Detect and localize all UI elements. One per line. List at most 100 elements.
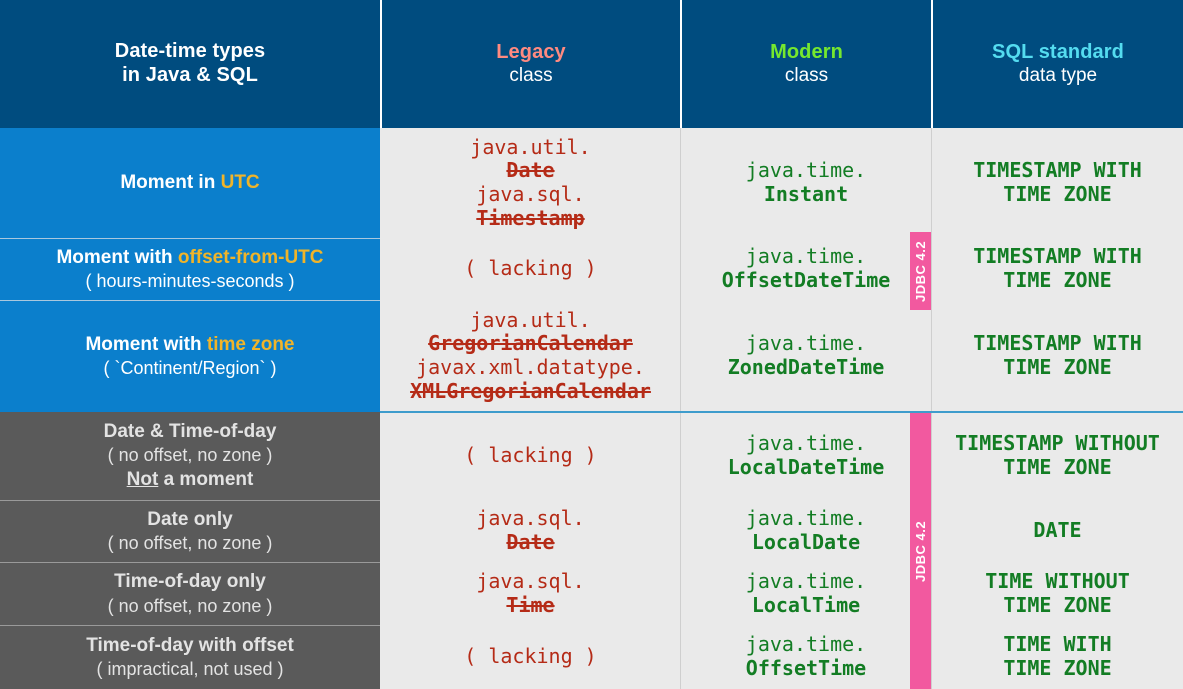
row-label-subtext: ( `Continent/Region` ) xyxy=(103,358,277,379)
class-name: Timestamp xyxy=(476,205,585,230)
row-label-text: Date only xyxy=(147,508,233,530)
modern-cell-time-only: java.time. LocalTime xyxy=(681,562,931,625)
header-cell-modern: Modern class xyxy=(682,0,931,128)
class-name: Date xyxy=(506,530,555,554)
class-name: OffsetTime xyxy=(745,656,867,680)
label-rest: a moment xyxy=(158,468,254,490)
row-label-text: Moment with offset-from-UTC xyxy=(56,247,323,269)
row-label-text: Moment with time zone xyxy=(85,334,294,356)
package-name: java.time. xyxy=(745,431,867,456)
label-prefix: Moment in xyxy=(120,171,221,193)
lacking-label: ( lacking ) xyxy=(464,644,597,669)
label-prefix: Moment with xyxy=(85,333,207,355)
label-highlight: time zone xyxy=(206,333,295,355)
lacking-label: ( lacking ) xyxy=(464,443,597,468)
row-label-date-and-time: Date & Time-of-day ( no offset, no zone … xyxy=(0,412,380,500)
row-label-subtext: ( no offset, no zone ) xyxy=(107,533,273,554)
class-name: Instant xyxy=(763,182,849,206)
lacking-label: ( lacking ) xyxy=(464,256,597,281)
jdbc-badge-lower: JDBC 4.2 xyxy=(910,413,931,689)
row-label-text: Time-of-day with offset xyxy=(86,634,294,656)
row-label-subtext: ( impractical, not used ) xyxy=(96,659,284,680)
row-label-moment-zone: Moment with time zone ( `Continent/Regio… xyxy=(0,300,380,412)
class-group: java.util. GregorianCalendar xyxy=(428,307,633,356)
package-name: java.util. xyxy=(470,134,591,159)
header-divider-2 xyxy=(680,0,682,128)
class-name: XMLGregorianCalendar xyxy=(410,378,651,403)
class-name: LocalTime xyxy=(751,592,861,617)
row-label-subtext: ( no offset, no zone ) xyxy=(107,445,273,466)
package-name: java.sql. xyxy=(476,182,585,206)
package-name: java.sql. xyxy=(476,506,585,531)
section-divider-blue-gray xyxy=(380,411,1183,413)
package-name: java.time. xyxy=(745,158,867,183)
class-name: LocalDateTime xyxy=(727,455,885,479)
modern-cell-date-and-time: java.time. LocalDateTime xyxy=(681,412,931,500)
column-divider-legacy-modern xyxy=(680,128,681,689)
class-group: java.util. Date xyxy=(470,134,591,183)
sql-cell-moment-utc: TIMESTAMP WITH TIME ZONE xyxy=(932,128,1183,238)
class-name: Date xyxy=(506,158,555,183)
legacy-cell-time-with-offset: ( lacking ) xyxy=(381,625,680,689)
row-label-time-with-offset: Time-of-day with offset ( impractical, n… xyxy=(0,625,380,689)
row-label-text: Time-of-day only xyxy=(114,571,266,593)
header-modern-title: Modern xyxy=(770,41,843,63)
class-name: ZonedDateTime xyxy=(727,355,885,379)
class-name: LocalDate xyxy=(751,530,861,554)
header-cell-sql-standard: SQL standard data type xyxy=(933,0,1183,128)
package-name: javax.xml.datatype. xyxy=(416,355,645,379)
package-name: java.util. xyxy=(470,307,591,332)
row-label-text: Date & Time-of-day xyxy=(103,420,277,442)
row-label-moment-offset: Moment with offset-from-UTC ( hours-minu… xyxy=(0,238,380,300)
class-name: OffsetDateTime xyxy=(721,268,891,292)
label-highlight: offset-from-UTC xyxy=(177,246,324,268)
sql-cell-time-with-offset: TIME WITH TIME ZONE xyxy=(932,625,1183,689)
row-label-subtext2: Not a moment xyxy=(127,469,254,491)
modern-cell-moment-zone: java.time. ZonedDateTime xyxy=(681,300,931,412)
row-label-moment-utc: Moment in UTC xyxy=(0,128,380,238)
label-highlight: UTC xyxy=(220,171,260,193)
header-legacy-subtitle: class xyxy=(509,64,553,86)
modern-cell-moment-utc: java.time. Instant xyxy=(681,128,931,238)
sql-cell-moment-zone: TIMESTAMP WITH TIME ZONE xyxy=(932,300,1183,412)
modern-cell-date-only: java.time. LocalDate xyxy=(681,500,931,562)
legacy-cell-moment-zone: java.util. GregorianCalendar javax.xml.d… xyxy=(381,300,680,412)
sql-cell-date-only: DATE xyxy=(932,500,1183,562)
package-name: java.time. xyxy=(745,244,867,269)
package-name: java.time. xyxy=(745,632,867,657)
modern-cell-time-with-offset: java.time. OffsetTime xyxy=(681,625,931,689)
row-label-time-only: Time-of-day only ( no offset, no zone ) xyxy=(0,562,380,625)
jdbc-badge-upper: JDBC 4.2 xyxy=(910,232,931,310)
header-modern-subtitle: class xyxy=(784,64,829,86)
header-sql-subtitle: data type xyxy=(1018,64,1098,86)
header-sql-title: SQL standard xyxy=(992,41,1124,63)
header-legacy-title: Legacy xyxy=(496,41,566,63)
package-name: java.sql. xyxy=(476,568,585,593)
class-group: java.sql. Timestamp xyxy=(476,182,585,230)
modern-cell-moment-offset: java.time. OffsetDateTime xyxy=(681,238,931,300)
class-group: javax.xml.datatype. XMLGregorianCalendar xyxy=(410,355,651,403)
header-cell-category: Date-time types in Java & SQL xyxy=(0,0,380,128)
column-divider-modern-sql xyxy=(931,128,932,689)
package-name: java.time. xyxy=(745,568,867,593)
row-label-subtext: ( no offset, no zone ) xyxy=(107,595,273,616)
class-name: Time xyxy=(506,592,555,617)
label-prefix: Moment with xyxy=(56,246,178,268)
header-title-line1: Date-time types xyxy=(114,40,266,63)
header-cell-legacy: Legacy class xyxy=(382,0,680,128)
header-divider-1 xyxy=(380,0,382,128)
row-label-text: Moment in UTC xyxy=(120,172,259,194)
package-name: java.time. xyxy=(745,331,867,356)
sql-cell-time-only: TIME WITHOUT TIME ZONE xyxy=(932,562,1183,625)
package-name: java.time. xyxy=(745,506,867,531)
legacy-cell-moment-offset: ( lacking ) xyxy=(381,238,680,300)
legacy-cell-date-and-time: ( lacking ) xyxy=(381,412,680,500)
legacy-cell-time-only: java.sql. Time xyxy=(381,562,680,625)
sql-cell-moment-offset: TIMESTAMP WITH TIME ZONE xyxy=(932,238,1183,300)
row-label-date-only: Date only ( no offset, no zone ) xyxy=(0,500,380,562)
legacy-cell-moment-utc: java.util. Date java.sql. Timestamp xyxy=(381,128,680,238)
legacy-cell-date-only: java.sql. Date xyxy=(381,500,680,562)
sql-cell-date-and-time: TIMESTAMP WITHOUT TIME ZONE xyxy=(932,412,1183,500)
row-label-subtext: ( hours-minutes-seconds ) xyxy=(85,271,295,292)
